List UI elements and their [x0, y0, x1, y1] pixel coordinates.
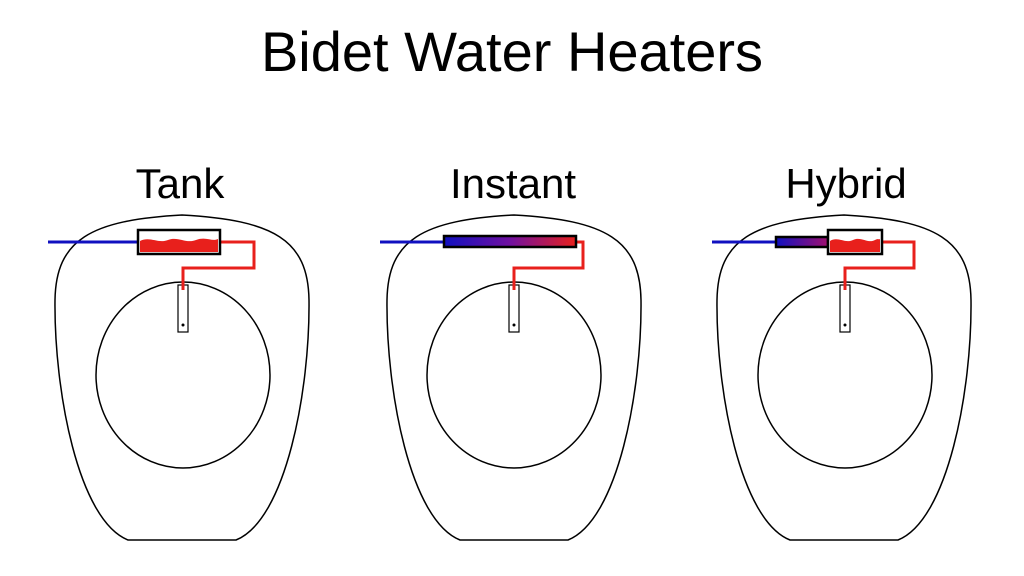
hybrid-seat-diagram — [712, 214, 972, 541]
tank-hot-water — [140, 238, 218, 252]
tank-hot-outlet — [181, 240, 256, 290]
instant-heater-tube — [442, 234, 578, 249]
instant-seat-outline — [386, 214, 642, 541]
tank-seat-outline — [54, 214, 310, 541]
tank-nozzle-tip — [181, 323, 185, 327]
hybrid-nozzle-tip — [843, 323, 847, 327]
instant-nozzle-tip — [512, 323, 516, 327]
hybrid-hot-water — [830, 238, 880, 252]
instant-heater-label: Instant — [449, 160, 577, 207]
tank-heater-label: Tank — [135, 160, 225, 207]
hybrid-hot-outlet — [843, 240, 916, 290]
hybrid-heater-label: Hybrid — [785, 160, 907, 207]
instant-hot-outlet — [512, 240, 585, 290]
tank-seat-diagram — [48, 214, 310, 541]
hybrid-preheat-tube — [774, 235, 830, 249]
diagram-title: Bidet Water Heaters — [260, 20, 764, 83]
hybrid-seat-outline — [716, 214, 972, 541]
instant-seat-diagram — [380, 214, 642, 541]
